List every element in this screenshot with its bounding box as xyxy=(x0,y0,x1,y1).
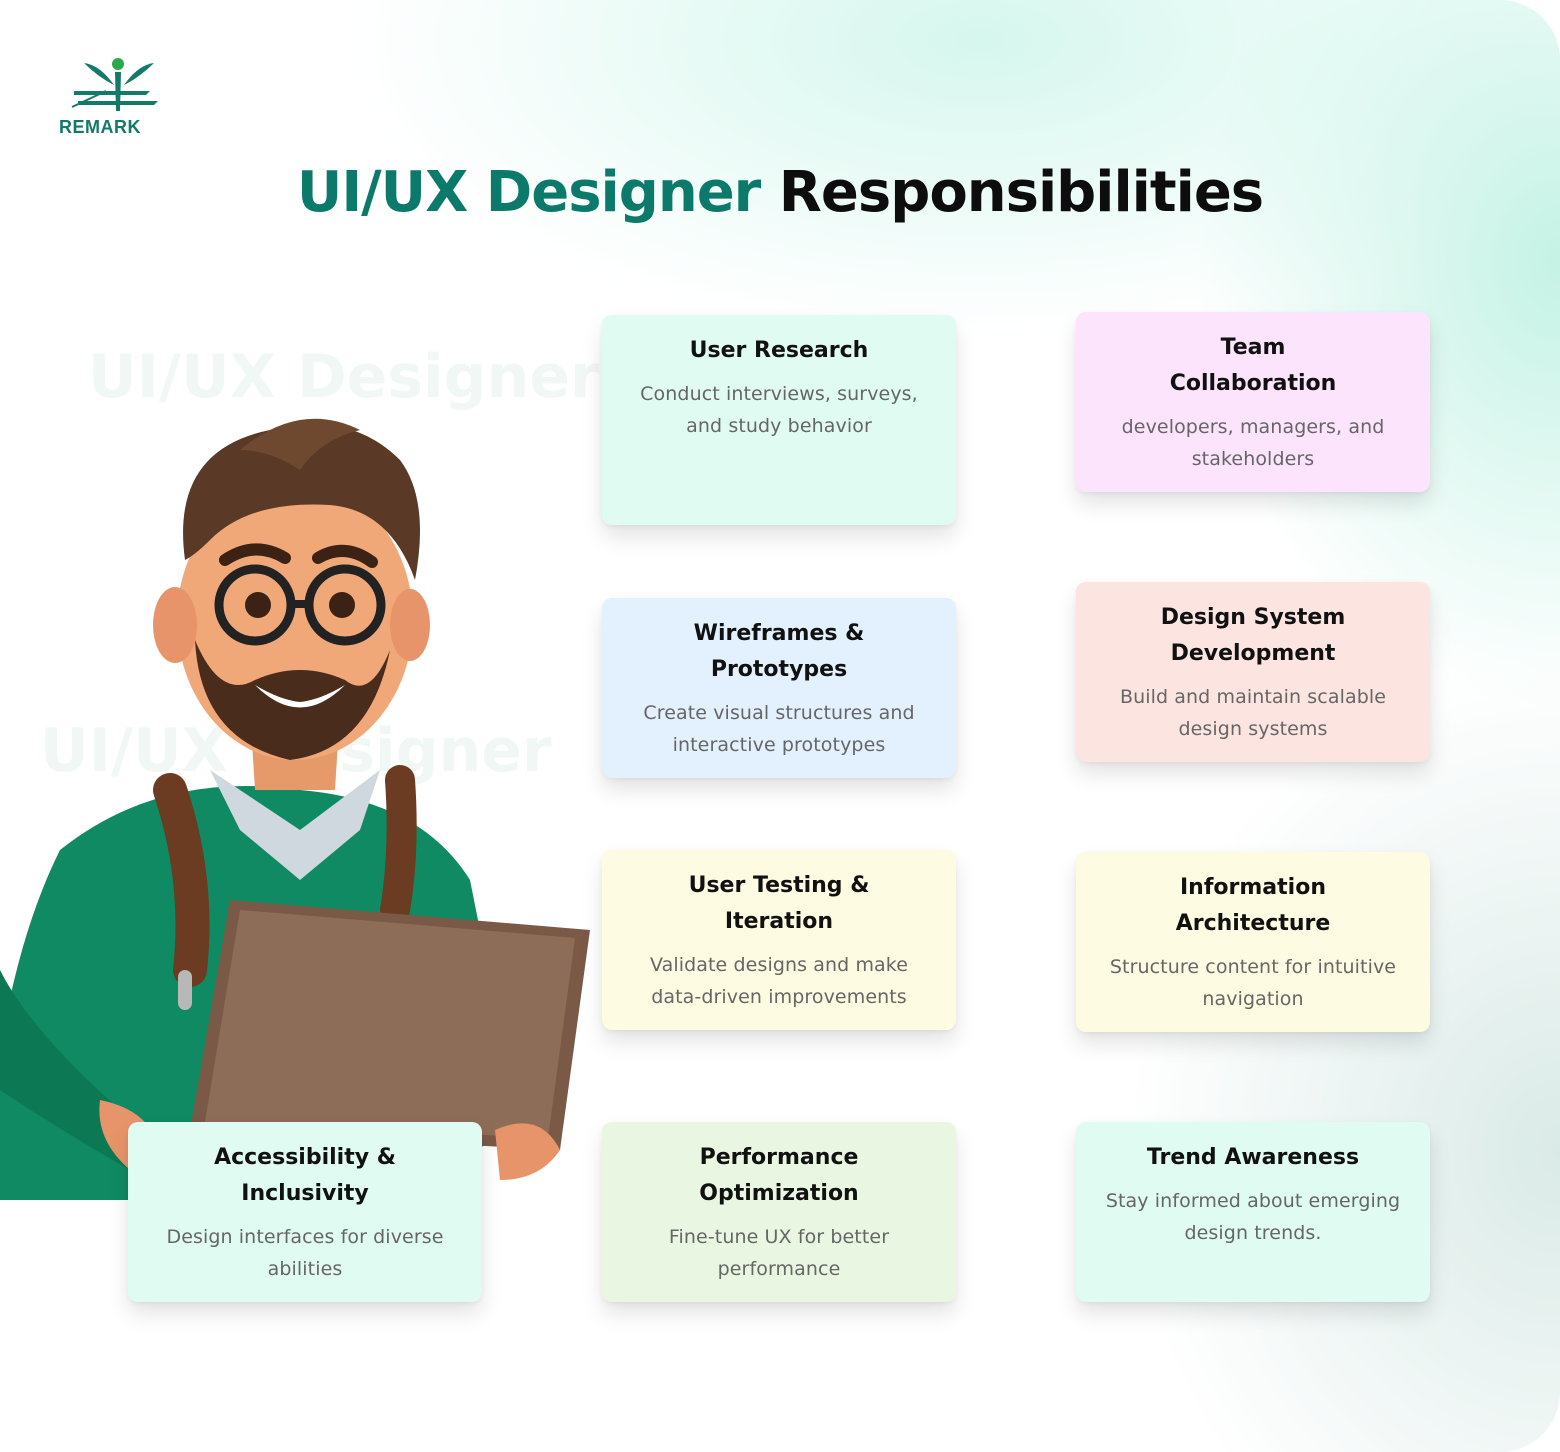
card-title: Accessibility & Inclusivity xyxy=(214,1145,396,1206)
title-rest: Responsibilities xyxy=(778,160,1264,225)
card-user-research: User Research Conduct interviews, survey… xyxy=(602,315,956,525)
remark-logo-icon xyxy=(71,58,158,111)
card-title: Team Collaboration xyxy=(1169,335,1337,396)
card-description: Build and maintain scalable design syste… xyxy=(1119,686,1387,740)
card-description: Create visual structures and interactive… xyxy=(643,702,915,756)
card-title: Wireframes & Prototypes xyxy=(693,621,865,682)
card-trend-awareness: Trend Awareness Stay informed about emer… xyxy=(1076,1122,1430,1302)
card-description: developers, managers, and stakeholders xyxy=(1121,416,1385,470)
card-team-collaboration: Team Collaboration developers, managers,… xyxy=(1076,312,1430,492)
card-design-system-development: Design System Development Build and main… xyxy=(1076,582,1430,762)
card-wireframes-prototypes: Wireframes & Prototypes Create visual st… xyxy=(602,598,956,778)
card-title: User Testing & Iteration xyxy=(688,873,870,934)
brand-name: REMARK xyxy=(59,117,141,137)
card-description: Validate designs and make data-driven im… xyxy=(649,954,909,1008)
card-title: Design System Development xyxy=(1160,605,1346,666)
card-title: Performance Optimization xyxy=(699,1145,859,1206)
card-description: Structure content for intuitive navigati… xyxy=(1109,956,1397,1010)
watermark-text: UI/UX Designer xyxy=(88,342,600,412)
card-information-architecture: Information Architecture Structure conte… xyxy=(1076,852,1430,1032)
card-accessibility-inclusivity: Accessibility & Inclusivity Design inter… xyxy=(128,1122,482,1302)
card-description: Fine-tune UX for better performance xyxy=(668,1226,890,1280)
card-title: Information Architecture xyxy=(1175,875,1331,936)
title-accent: UI/UX Designer xyxy=(296,160,761,225)
card-title: Trend Awareness xyxy=(1146,1145,1360,1170)
brand-logo: REMARK xyxy=(56,55,182,139)
card-description: Stay informed about emerging design tren… xyxy=(1105,1190,1401,1244)
card-user-testing-iteration: User Testing & Iteration Validate design… xyxy=(602,850,956,1030)
page-title: UI/UX Designer Responsibilities xyxy=(0,160,1560,225)
designer-with-laptop-illustration-icon xyxy=(0,418,590,1200)
card-performance-optimization: Performance Optimization Fine-tune UX fo… xyxy=(602,1122,956,1302)
card-description: Conduct interviews, surveys, and study b… xyxy=(640,383,918,437)
card-description: Design interfaces for diverse abilities xyxy=(166,1226,444,1280)
card-title: User Research xyxy=(689,338,869,363)
